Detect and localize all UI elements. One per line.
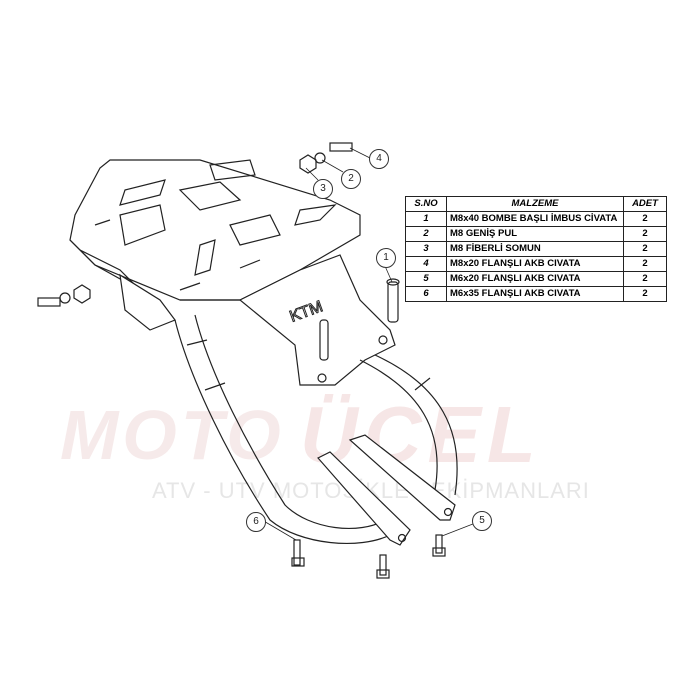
row-name: M8 GENİŞ PUL — [446, 226, 624, 242]
lower-brackets — [317, 434, 456, 546]
rack-rear-plate — [238, 254, 396, 386]
row-no: 6 — [405, 286, 447, 302]
row-name: M6x20 FLANŞLI AKB CIVATA — [446, 271, 624, 287]
row-qty: 2 — [623, 271, 667, 287]
row-no: 4 — [405, 256, 447, 272]
callout-1: 1 — [376, 248, 396, 268]
rack-tube-frame — [174, 314, 458, 544]
header-sno: S.NO — [405, 196, 447, 212]
row-name: M6x35 FLANŞLI AKB CIVATA — [446, 286, 624, 302]
callout-2: 2 — [341, 169, 361, 189]
rack-top-plate — [69, 159, 361, 301]
row-no: 3 — [405, 241, 447, 257]
row-no: 1 — [405, 211, 447, 227]
header-malzeme: MALZEME — [446, 196, 624, 212]
row-name: M8x40 BOMBE BAŞLI İMBUS CİVATA — [446, 211, 624, 227]
row-qty: 2 — [623, 226, 667, 242]
callout-6: 6 — [246, 512, 266, 532]
hardware-parts — [37, 142, 446, 579]
row-qty: 2 — [623, 256, 667, 272]
callout-5: 5 — [472, 511, 492, 531]
row-name: M8x20 FLANŞLI AKB CIVATA — [446, 256, 624, 272]
callout-3: 3 — [313, 179, 333, 199]
row-no: 5 — [405, 271, 447, 287]
callout-4: 4 — [369, 149, 389, 169]
table-header-row: S.NO MALZEME ADET — [405, 196, 667, 212]
row-qty: 2 — [623, 241, 667, 257]
header-adet: ADET — [623, 196, 667, 212]
row-no: 2 — [405, 226, 447, 242]
row-name: M8 FİBERLİ SOMUN — [446, 241, 624, 257]
row-qty: 2 — [623, 286, 667, 302]
row-qty: 2 — [623, 211, 667, 227]
rack-side-bracket — [119, 273, 176, 331]
